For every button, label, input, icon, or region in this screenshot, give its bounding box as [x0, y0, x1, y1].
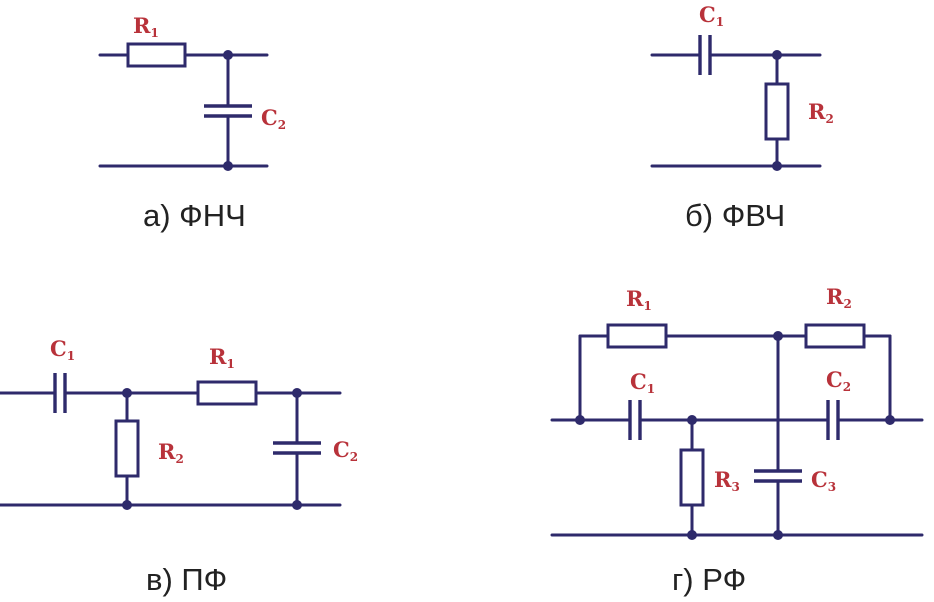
label-c1: C1 [630, 369, 655, 396]
caption-bandstop: г) РФ [672, 562, 746, 597]
label-r2: R2 [808, 99, 834, 126]
resistor-r3 [679, 448, 705, 507]
caption-bandpass: в) ПФ [146, 562, 227, 597]
junction-node [885, 415, 895, 425]
junction-node [773, 331, 783, 341]
junction-node [772, 50, 782, 60]
label-r1: R1 [209, 344, 235, 371]
circuit-highpass: C1 R2 б) ФВЧ [650, 2, 834, 233]
circuit-bandstop: R1 R2 C1 C2 R3 C3 г) РФ [550, 284, 924, 597]
circuit-bandpass: C1 R1 R2 C2 в) ПФ [0, 336, 358, 597]
resistor-r1 [126, 42, 187, 68]
label-r2: R2 [158, 439, 184, 466]
junction-node [292, 388, 302, 398]
label-r2: R2 [826, 284, 852, 311]
junction-node [122, 388, 132, 398]
label-c2: C2 [261, 105, 286, 132]
label-c2: C2 [826, 367, 851, 394]
label-c1: C1 [50, 336, 75, 363]
label-c3: C3 [811, 467, 836, 494]
caption-highpass: б) ФВЧ [685, 198, 785, 233]
resistor-r2 [804, 323, 866, 349]
junction-node [687, 415, 697, 425]
label-r1: R1 [626, 286, 652, 313]
junction-node [223, 161, 233, 171]
resistor-r2 [114, 419, 140, 478]
label-r3: R3 [714, 467, 740, 494]
circuit-lowpass: R1 C2 а) ФНЧ [98, 13, 286, 233]
junction-node [122, 500, 132, 510]
resistor-r2 [764, 82, 790, 141]
junction-node [773, 530, 783, 540]
resistor-r1 [606, 323, 668, 349]
label-c2: C2 [333, 437, 358, 464]
junction-node [772, 161, 782, 171]
junction-node [223, 50, 233, 60]
junction-node [687, 530, 697, 540]
junction-node [292, 500, 302, 510]
label-c1: C1 [699, 2, 724, 29]
caption-lowpass: а) ФНЧ [143, 198, 246, 233]
label-r1: R1 [133, 13, 159, 40]
junction-node [575, 415, 585, 425]
resistor-r1 [196, 380, 258, 406]
